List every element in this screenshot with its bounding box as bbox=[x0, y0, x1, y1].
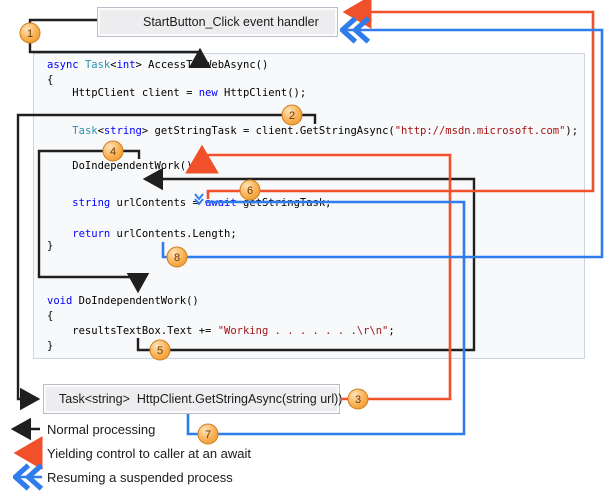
legend-label-normal: Normal processing bbox=[47, 422, 156, 437]
code-line-open-brace: { bbox=[47, 74, 54, 86]
step-number-7: 7 bbox=[205, 429, 211, 441]
code-line-doindependentwork-call: DoIndependentWork(); bbox=[47, 160, 199, 172]
startbutton-handler-label: StartButton_Click event handler bbox=[143, 15, 319, 29]
getstringasync-label: Task<string> HttpClient.GetStringAsync(s… bbox=[59, 392, 343, 406]
code-line-void-signature: void DoIndependentWork() bbox=[47, 295, 199, 307]
code-line-resultstextbox: resultsTextBox.Text += "Working . . . . … bbox=[47, 325, 395, 337]
step-number-1: 1 bbox=[27, 28, 33, 40]
code-line-method-signature: async Task<int> AccessTheWebAsync() bbox=[47, 59, 269, 71]
code-line-close-brace: } bbox=[47, 240, 54, 252]
code-line-await: string urlContents = await getStringTask… bbox=[72, 197, 332, 209]
code-line-httpclient: HttpClient client = new HttpClient(); bbox=[47, 87, 307, 99]
legend-label-yield: Yielding control to caller at an await bbox=[47, 446, 252, 461]
getstringasync-box: Task<string> HttpClient.GetStringAsync(s… bbox=[43, 384, 343, 414]
step-number-3: 3 bbox=[355, 394, 361, 406]
code-line-void-close-brace: } bbox=[47, 340, 54, 352]
startbutton-handler-box: StartButton_Click event handler bbox=[97, 7, 338, 37]
code-line-getstringtask: Task<string> getStringTask = client.GetS… bbox=[72, 125, 579, 137]
code-line-void-open-brace: { bbox=[47, 310, 54, 322]
code-line-return: return urlContents.Length; bbox=[72, 228, 237, 240]
step-badge-7: 7 bbox=[197, 423, 219, 445]
step-badge-3: 3 bbox=[347, 388, 369, 410]
legend-label-resume: Resuming a suspended process bbox=[47, 470, 233, 485]
step-badge-1: 1 bbox=[19, 22, 41, 44]
